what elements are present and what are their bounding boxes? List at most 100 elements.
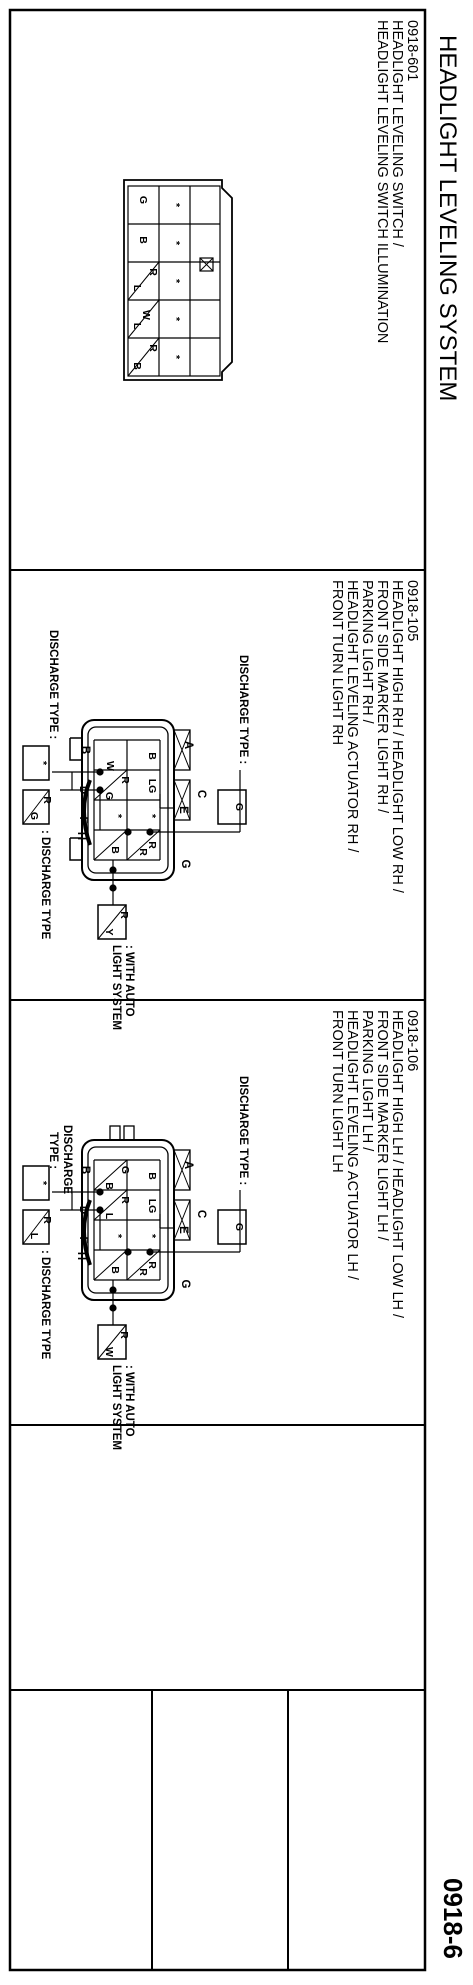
discharge-box-value: L <box>28 1233 40 1240</box>
connector-desc-line: HEADLIGHT HIGH LH / HEADLIGHT LOW LH / <box>389 1010 405 1319</box>
pin-letter: G <box>179 1280 191 1289</box>
pin-letter: C <box>195 790 207 798</box>
discharge-box-value: R <box>41 796 53 804</box>
connector-face-601 <box>123 179 233 381</box>
pin-letter: B <box>79 1166 91 1174</box>
discharge-type-label: : DISCHARGE TYPE <box>39 830 51 940</box>
discharge-box-value: * <box>37 761 49 766</box>
pin-label: * <box>146 1234 158 1239</box>
pin-letter: A <box>182 741 194 749</box>
discharge-box-value: * <box>37 1181 49 1186</box>
pin-label: L <box>131 323 143 330</box>
pin-label: R <box>137 1268 149 1276</box>
pin-label: B <box>109 846 121 854</box>
connector-desc-line: HEADLIGHT HIGH RH / HEADLIGHT LOW RH / <box>389 580 405 894</box>
discharge-type-label: DISCHARGE TYPE : <box>237 655 249 764</box>
connector-desc-line: HEADLIGHT LEVELING ACTUATOR LH / <box>344 1010 360 1281</box>
pin-label: R <box>147 268 159 276</box>
connector-desc-line: HEADLIGHT LEVELING SWITCH ILLUMINATION <box>374 20 390 343</box>
discharge-type-label: DISCHARGE TYPE : <box>237 1076 249 1185</box>
pin-letter: G <box>179 860 191 869</box>
pin-letter: D <box>77 1206 89 1214</box>
pin-letter: F <box>77 816 89 823</box>
pin-letter: H <box>75 1252 87 1260</box>
connector-desc-line: PARKING LIGHT LH / <box>359 1010 375 1152</box>
discharge-box-value: R <box>41 1216 53 1224</box>
connector-id: 0918-105 <box>404 580 420 641</box>
pin-label: B <box>103 1182 115 1190</box>
pin-label: B <box>137 236 149 244</box>
connector-id: 0918-106 <box>404 1010 420 1071</box>
pin-label: W <box>140 310 152 320</box>
auto-box-value: Y <box>103 928 115 935</box>
wires-106 <box>52 1188 241 1325</box>
pin-label: L <box>131 285 143 292</box>
pin-letter: C <box>195 1210 207 1218</box>
section-0918-106: 0918-106 HEADLIGHT HIGH LH / HEADLIGHT L… <box>22 1010 420 1450</box>
pin-label: R <box>137 848 149 856</box>
discharge-box-value: G <box>233 1223 245 1231</box>
pin-label: G <box>119 1166 131 1174</box>
pin-letter: A <box>182 1161 194 1169</box>
auto-box-value: R <box>118 911 130 919</box>
pin-label: B <box>146 752 158 760</box>
pin-label: LG <box>146 1199 158 1214</box>
discharge-box-value: G <box>233 803 245 811</box>
pin-label: * <box>112 814 124 819</box>
auto-light-label: : WITH AUTO <box>123 1365 135 1437</box>
pin-label: G <box>137 196 149 204</box>
auto-light-label: : WITH AUTO <box>123 945 135 1017</box>
connector-desc-line: FRONT SIDE MARKER LIGHT RH / <box>374 580 390 814</box>
pin-label: B <box>146 1172 158 1180</box>
pin-label: R <box>147 344 159 352</box>
connector-desc-line: FRONT TURN LIGHT RH <box>329 580 345 745</box>
pin-label: * <box>170 279 182 284</box>
pin-label: L <box>103 1213 115 1220</box>
discharge-type-label: : DISCHARGE TYPE <box>39 1250 51 1360</box>
pin-label: * <box>170 317 182 322</box>
connector-desc-line: FRONT SIDE MARKER LIGHT LH / <box>374 1010 390 1242</box>
auto-box-value: R <box>118 1331 130 1339</box>
pin-letter: B <box>79 746 91 754</box>
connector-desc-line: PARKING LIGHT RH / <box>359 580 375 725</box>
auto-box-value: W <box>103 1347 115 1357</box>
pin-label: B <box>109 1266 121 1274</box>
connector-face-106 <box>81 1125 191 1301</box>
pin-letter: E <box>177 806 189 814</box>
pin-label: * <box>146 814 158 819</box>
page-frame <box>8 8 427 1972</box>
pin-label: R <box>119 1196 131 1204</box>
connector-desc-line: FRONT TURN LIGHT LH <box>329 1010 345 1173</box>
pin-label: R <box>146 841 158 849</box>
pin-letter: E <box>177 1226 189 1234</box>
auto-light-label: LIGHT SYSTEM <box>110 945 122 1030</box>
pin-label: R <box>146 1261 158 1269</box>
page-number: 0918-6 <box>438 1878 468 1959</box>
pin-letter: D <box>77 786 89 794</box>
pin-label: R <box>119 776 131 784</box>
pin-label: G <box>103 792 115 800</box>
discharge-box-value: G <box>28 812 40 820</box>
discharge-type-label: TYPE : <box>47 1132 59 1169</box>
page-title: HEADLIGHT LEVELING SYSTEM <box>434 35 461 401</box>
connector-desc-line: HEADLIGHT LEVELING SWITCH / <box>389 20 405 248</box>
pin-letter: F <box>77 1236 89 1243</box>
pin-label: LG <box>146 779 158 794</box>
discharge-boxes-105 <box>22 745 247 940</box>
connector-desc-line: HEADLIGHT LEVELING ACTUATOR RH / <box>344 580 360 853</box>
pin-label: W <box>104 761 116 771</box>
discharge-boxes-106 <box>22 1165 247 1360</box>
discharge-type-label: DISCHARGE TYPE : <box>47 630 59 739</box>
pin-label: * <box>112 1234 124 1239</box>
pin-label: * <box>170 203 182 208</box>
pin-label: B <box>131 362 143 370</box>
auto-light-label: LIGHT SYSTEM <box>110 1365 122 1450</box>
section-0918-601: 0918-601 HEADLIGHT LEVELING SWITCH / HEA… <box>123 20 420 381</box>
connector-id: 0918-601 <box>404 20 420 81</box>
section-0918-105: 0918-105 HEADLIGHT HIGH RH / HEADLIGHT L… <box>22 580 420 1030</box>
discharge-type-label: DISCHARGE <box>61 1125 73 1194</box>
wires-105 <box>52 768 241 905</box>
connector-face-105 <box>69 719 191 881</box>
